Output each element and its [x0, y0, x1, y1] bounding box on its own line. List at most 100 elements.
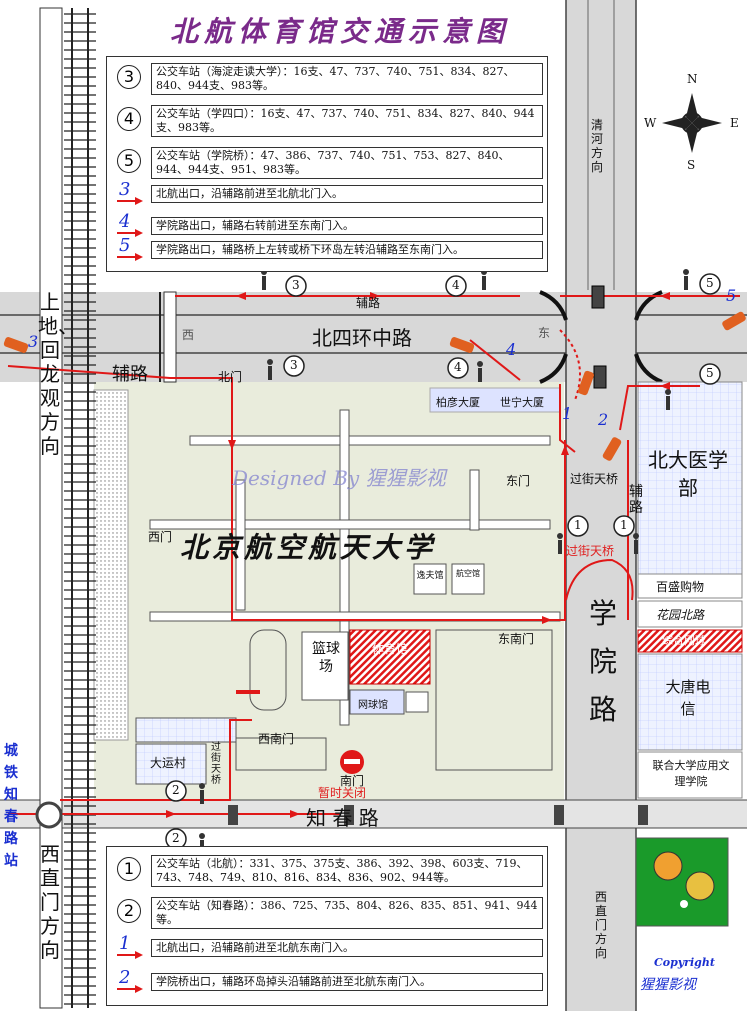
- dayun-label: 大运村: [150, 756, 187, 770]
- east-arrow-label: 东: [538, 326, 551, 340]
- red-arrow-icon: [117, 951, 143, 959]
- fulu-left-label: 辅路: [112, 364, 148, 385]
- stop-1a: 1: [574, 518, 582, 532]
- bottom-legend-stop-number: 1: [117, 857, 141, 881]
- route-3: 3: [28, 332, 39, 351]
- top-legend-text: 学院路出口，辅路右转前进至东南门入。: [151, 217, 543, 235]
- bottom-legend-stop-number: 2: [117, 899, 141, 923]
- campus-name: 北京航空航天大学: [180, 531, 437, 564]
- hatched-block: [93, 389, 129, 741]
- basketball-label: 篮球场: [312, 641, 340, 675]
- stop-5b: 5: [706, 366, 714, 380]
- top-legend-stop-number: 3: [117, 65, 141, 89]
- xinan-men-label: 西南门: [258, 732, 295, 746]
- red-arrow-icon: [117, 229, 143, 237]
- datang-label: 大唐电信: [665, 678, 711, 718]
- xizhimen-left-label: 西直门方向: [40, 842, 60, 962]
- stop-2b: 2: [172, 831, 180, 845]
- compass-w: W: [644, 116, 657, 130]
- pingpong-illustration: [635, 837, 729, 927]
- route-2: 2: [598, 410, 609, 429]
- beida-label: 北大医学部: [648, 448, 728, 500]
- guojie-r1-label: 过街天桥: [570, 472, 619, 486]
- compass-e: E: [730, 116, 739, 130]
- red-arrow-icon: [117, 253, 143, 261]
- copyright-line1: Copyright: [654, 956, 715, 969]
- bottom-legend-panel: 1 公交车站（北航）：331、375、375支、386、392、398、603支、…: [106, 846, 548, 1006]
- lianhe-label: 联合大学应用文理学院: [652, 759, 730, 788]
- stop-3b: 3: [290, 358, 298, 372]
- dongnan-men-label: 东南门: [498, 632, 535, 646]
- fulu-top-label: 辅路: [356, 296, 381, 310]
- watermark: Designed By 猩猩影视: [232, 466, 446, 490]
- map-title: 北航体育馆交通示意图: [169, 15, 510, 48]
- campus-roads: [149, 409, 561, 726]
- zhichun-road-label: 知 春 路: [306, 806, 379, 830]
- bottom-legend-text: 公交车站（北航）：331、375、375支、386、392、398、603支、7…: [151, 855, 543, 887]
- stop-1b: 1: [620, 518, 628, 532]
- nan-men-label: 南门: [340, 774, 365, 788]
- hangkong-label: 航空馆: [456, 569, 480, 578]
- closed-label: 暂时关闭: [318, 786, 367, 800]
- compass-rose: [662, 93, 722, 153]
- bottom-legend-text: 公交车站（知春路）：386、725、735、804、826、835、851、94…: [151, 897, 543, 929]
- route-5: 5: [726, 286, 737, 305]
- bei-men-label: 北门: [218, 370, 243, 384]
- rail-ties: [64, 13, 96, 1005]
- car-icons: [3, 311, 746, 461]
- red-arrow-icon: [117, 197, 143, 205]
- bottom-legend-route-number: 2: [119, 967, 131, 988]
- route-1: 1: [562, 404, 573, 423]
- dong-men-label: 东门: [506, 474, 531, 488]
- top-legend-text: 学院路出口，辅路桥上左转或桥下环岛左转沿辅路至东南门入。: [151, 241, 543, 259]
- top-legend-text: 公交车站（海淀走读大学）：16支、47、737、740、751、834、827、…: [151, 63, 543, 95]
- qinghe-label: 清河方向: [590, 118, 603, 174]
- west-arrow-label: 西: [182, 328, 195, 342]
- guojie-r2-label: 过街天桥: [566, 544, 615, 558]
- top-legend-text: 公交车站（学院桥）：47、386、737、740、751、753、827、840…: [151, 147, 543, 179]
- top-legend-stop-number: 4: [117, 107, 141, 131]
- stop-4b: 4: [454, 360, 462, 374]
- bottom-legend-text: 北航出口，沿辅路前进至北航东南门入。: [151, 939, 543, 957]
- baisheng-label: 百盛购物: [656, 580, 705, 594]
- stop-3a: 3: [292, 278, 300, 292]
- fenced-block: [637, 629, 743, 653]
- xi-men-label: 西门: [148, 530, 173, 544]
- ring-road-label: 北四环中路: [312, 326, 412, 350]
- traffic-lights: [228, 285, 648, 825]
- shining-label: 世宁大厦: [500, 396, 544, 409]
- beida-block: [637, 381, 743, 578]
- guojie-left-label: 过街天桥: [211, 742, 221, 786]
- bottom-legend-route-number: 1: [119, 933, 131, 954]
- xizhimen-right-label: 西直门方向: [594, 890, 607, 960]
- stop-circles: [165, 273, 721, 850]
- fenced-label: 综合网球: [662, 634, 706, 647]
- compass-n: N: [687, 72, 698, 86]
- stop-2a: 2: [172, 783, 180, 797]
- boyan-label: 柏彦大厦: [436, 396, 480, 409]
- top-legend-stop-number: 5: [117, 149, 141, 173]
- stop-5a: 5: [706, 276, 714, 290]
- tennis-label: 网球馆: [358, 700, 388, 711]
- bottom-legend-text: 学院桥出口，辅路环岛掉头沿辅路前进至北航东南门入。: [151, 973, 543, 991]
- shangdi-label: 上地、回龙观方向: [38, 290, 78, 458]
- fulu-right-label: 辅路: [629, 484, 643, 516]
- top-legend-text: 北航出口，沿辅路前进至北航北门入。: [151, 185, 543, 203]
- top-legend-panel: 3 公交车站（海淀走读大学）：16支、47、737、740、751、834、827…: [106, 56, 548, 272]
- top-legend-text: 公交车站（学四口）：16支、47、737、740、751、834、827、840…: [151, 105, 543, 137]
- metro-label: 城铁知春路站: [4, 743, 18, 869]
- yifu-label: 逸夫馆: [416, 571, 444, 581]
- route-4: 4: [506, 340, 517, 359]
- copyright-line2: 猩猩影视: [640, 977, 696, 993]
- compass-s: S: [687, 158, 696, 172]
- left-road: [39, 7, 63, 1009]
- stop-4a: 4: [452, 278, 460, 292]
- xueyuan-road: [566, 0, 636, 1011]
- top-legend-route-number: 3: [119, 179, 131, 200]
- top-legend-route-number: 4: [119, 211, 131, 232]
- metro-marker: [35, 801, 63, 829]
- gym-label: 体育馆: [372, 642, 409, 656]
- top-legend-route-number: 5: [119, 235, 131, 256]
